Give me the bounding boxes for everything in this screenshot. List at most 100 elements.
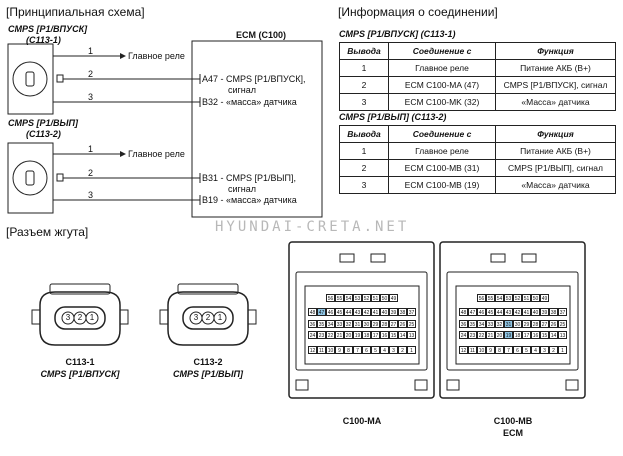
ecm-pin: 49 bbox=[540, 294, 549, 302]
ecm-pin: 29 bbox=[371, 320, 380, 328]
sensor-1-relay-label: Главное реле bbox=[128, 51, 185, 61]
ecm-pin: 14 bbox=[398, 331, 407, 339]
table-row: 3 ECM C100-MK (32) «Масса» датчика bbox=[339, 93, 616, 111]
ecm-pin: 43 bbox=[504, 308, 513, 316]
sensor-1-pin-1: 1 bbox=[88, 46, 94, 56]
ecm-pin: 12 bbox=[308, 346, 317, 354]
table-cell: CMPS [P1/ВПУСК], сигнал bbox=[495, 76, 616, 94]
sensor-1-pin-2: 2 bbox=[88, 69, 94, 79]
table-header: Функция bbox=[495, 42, 616, 60]
ecm-pin: 27 bbox=[389, 320, 398, 328]
table-cell: Главное реле bbox=[388, 142, 496, 160]
ecm-pin: 42 bbox=[362, 308, 371, 316]
ecm-pin: 12 bbox=[459, 346, 468, 354]
table-cell: 3 bbox=[339, 176, 389, 194]
sensor-2-pin-3: 3 bbox=[88, 190, 94, 200]
ecm-pin: 16 bbox=[380, 331, 389, 339]
ecm-pin: 32 bbox=[344, 320, 353, 328]
ecm-line-b19-text: - «масса» датчика bbox=[220, 195, 297, 205]
ecm-pin: 47 bbox=[468, 308, 477, 316]
ecm-pin: 45 bbox=[335, 308, 344, 316]
table-cell: ECM C100-MB (19) bbox=[388, 176, 496, 194]
ecm-pin: 38 bbox=[398, 308, 407, 316]
c113-1-pin-1: 1 bbox=[89, 313, 95, 322]
ecm-pin: 13 bbox=[558, 331, 567, 339]
table-2-title: CMPS [P1/ВЫП] (C113-2) bbox=[339, 112, 447, 122]
ecm-pin: 20 bbox=[495, 331, 504, 339]
c113-2-pin-3: 3 bbox=[193, 313, 199, 322]
ecm-pin: 11 bbox=[468, 346, 477, 354]
table-row: 1 Главное реле Питание АКБ (B+) bbox=[339, 142, 616, 160]
c113-1-id: C113-1 bbox=[65, 357, 95, 367]
ecm-line-a47-text: - CMPS [P1/ВПУСК], bbox=[220, 74, 306, 84]
sensor-1-name-line1: CMPS [P1/ВПУСК] bbox=[8, 24, 88, 34]
ecm-pin: 51 bbox=[522, 294, 531, 302]
ecm-pin: 50 bbox=[531, 294, 540, 302]
table-row: 2 ECM C100-MA (47) CMPS [P1/ВПУСК], сигн… bbox=[339, 76, 616, 94]
ecm-pin: 49 bbox=[389, 294, 398, 302]
ecm-pin: 20 bbox=[344, 331, 353, 339]
table-cell: 1 bbox=[339, 142, 389, 160]
ecm-pin: 23 bbox=[317, 331, 326, 339]
ecm-pin: 26 bbox=[398, 320, 407, 328]
ecm-pin: 15 bbox=[389, 331, 398, 339]
c100-mb-subtitle: ECM bbox=[503, 428, 523, 438]
table-cell: Питание АКБ (B+) bbox=[495, 59, 616, 77]
ecm-pin: 9 bbox=[335, 346, 344, 354]
ecm-pin: 11 bbox=[317, 346, 326, 354]
table-cell: Главное реле bbox=[388, 59, 496, 77]
table-cell: «Масса» датчика bbox=[495, 176, 616, 194]
harness-connector-c113-1 bbox=[31, 283, 129, 346]
ecm-pin: 10 bbox=[326, 346, 335, 354]
ecm-pin: 6 bbox=[513, 346, 522, 354]
ecm-pin: 35 bbox=[468, 320, 477, 328]
ecm-pin: 16 bbox=[531, 331, 540, 339]
ecm-pin: 56 bbox=[326, 294, 335, 302]
ecm-pin: 24 bbox=[459, 331, 468, 339]
ecm-pin: 19 bbox=[353, 331, 362, 339]
c100-mb-id: C100-MB bbox=[493, 416, 533, 426]
ecm-pin: 7 bbox=[353, 346, 362, 354]
c113-2-pin-1: 1 bbox=[217, 313, 223, 322]
ecm-pin: 48 bbox=[308, 308, 317, 316]
ecm-pin: 55 bbox=[335, 294, 344, 302]
ecm-line-b19: B19 - «масса» датчика bbox=[202, 195, 297, 205]
ecm-pin: 7 bbox=[504, 346, 513, 354]
ecm-pin: 4 bbox=[531, 346, 540, 354]
section-schematic: [Принципиальная схема] bbox=[6, 5, 145, 19]
ecm-pin: 53 bbox=[504, 294, 513, 302]
table-row: 1 Главное реле Питание АКБ (B+) bbox=[339, 59, 616, 77]
ecm-pin: 46 bbox=[326, 308, 335, 316]
sensor-1-pin-3: 3 bbox=[88, 92, 94, 102]
ecm-pin: 48 bbox=[459, 308, 468, 316]
ecm-pin: 23 bbox=[468, 331, 477, 339]
ecm-line-b32: B32 - «масса» датчика bbox=[202, 97, 297, 107]
table-header: Соединение с bbox=[388, 42, 496, 60]
table-cell: 1 bbox=[339, 59, 389, 77]
ecm-pin: 29 bbox=[522, 320, 531, 328]
ecm-connector-c100-mb-housing bbox=[439, 241, 586, 399]
sensor-2-box bbox=[7, 142, 54, 214]
ecm-pin: 54 bbox=[344, 294, 353, 302]
ecm-pin: 40 bbox=[531, 308, 540, 316]
ecm-pin: 25 bbox=[407, 320, 416, 328]
ecm-pin: 30 bbox=[362, 320, 371, 328]
table-row: 2 ECM C100-MB (31) CMPS [P1/ВЫП], сигнал bbox=[339, 159, 616, 177]
ecm-line-b31-text2: сигнал bbox=[228, 184, 257, 194]
table-cell: Питание АКБ (B+) bbox=[495, 142, 616, 160]
ecm-pin-b19: B19 bbox=[202, 195, 219, 205]
table-cell: ECM C100-MA (47) bbox=[388, 76, 496, 94]
ecm-pin: 56 bbox=[477, 294, 486, 302]
ecm-pin: 25 bbox=[558, 320, 567, 328]
ecm-pin: 27 bbox=[540, 320, 549, 328]
ecm-pin-b31: B31 bbox=[202, 173, 219, 183]
ecm-pin: 52 bbox=[362, 294, 371, 302]
ecm-pin: 13 bbox=[407, 331, 416, 339]
ecm-pin: 28 bbox=[531, 320, 540, 328]
table-cell: ECM C100-MK (32) bbox=[388, 93, 496, 111]
ecm-pin: 21 bbox=[486, 331, 495, 339]
ecm-pin: 14 bbox=[549, 331, 558, 339]
table-cell: 3 bbox=[339, 93, 389, 111]
sensor-1-box bbox=[7, 43, 54, 115]
connection-table-1: Вывода Соединение с Функция 1 Главное ре… bbox=[339, 42, 616, 111]
